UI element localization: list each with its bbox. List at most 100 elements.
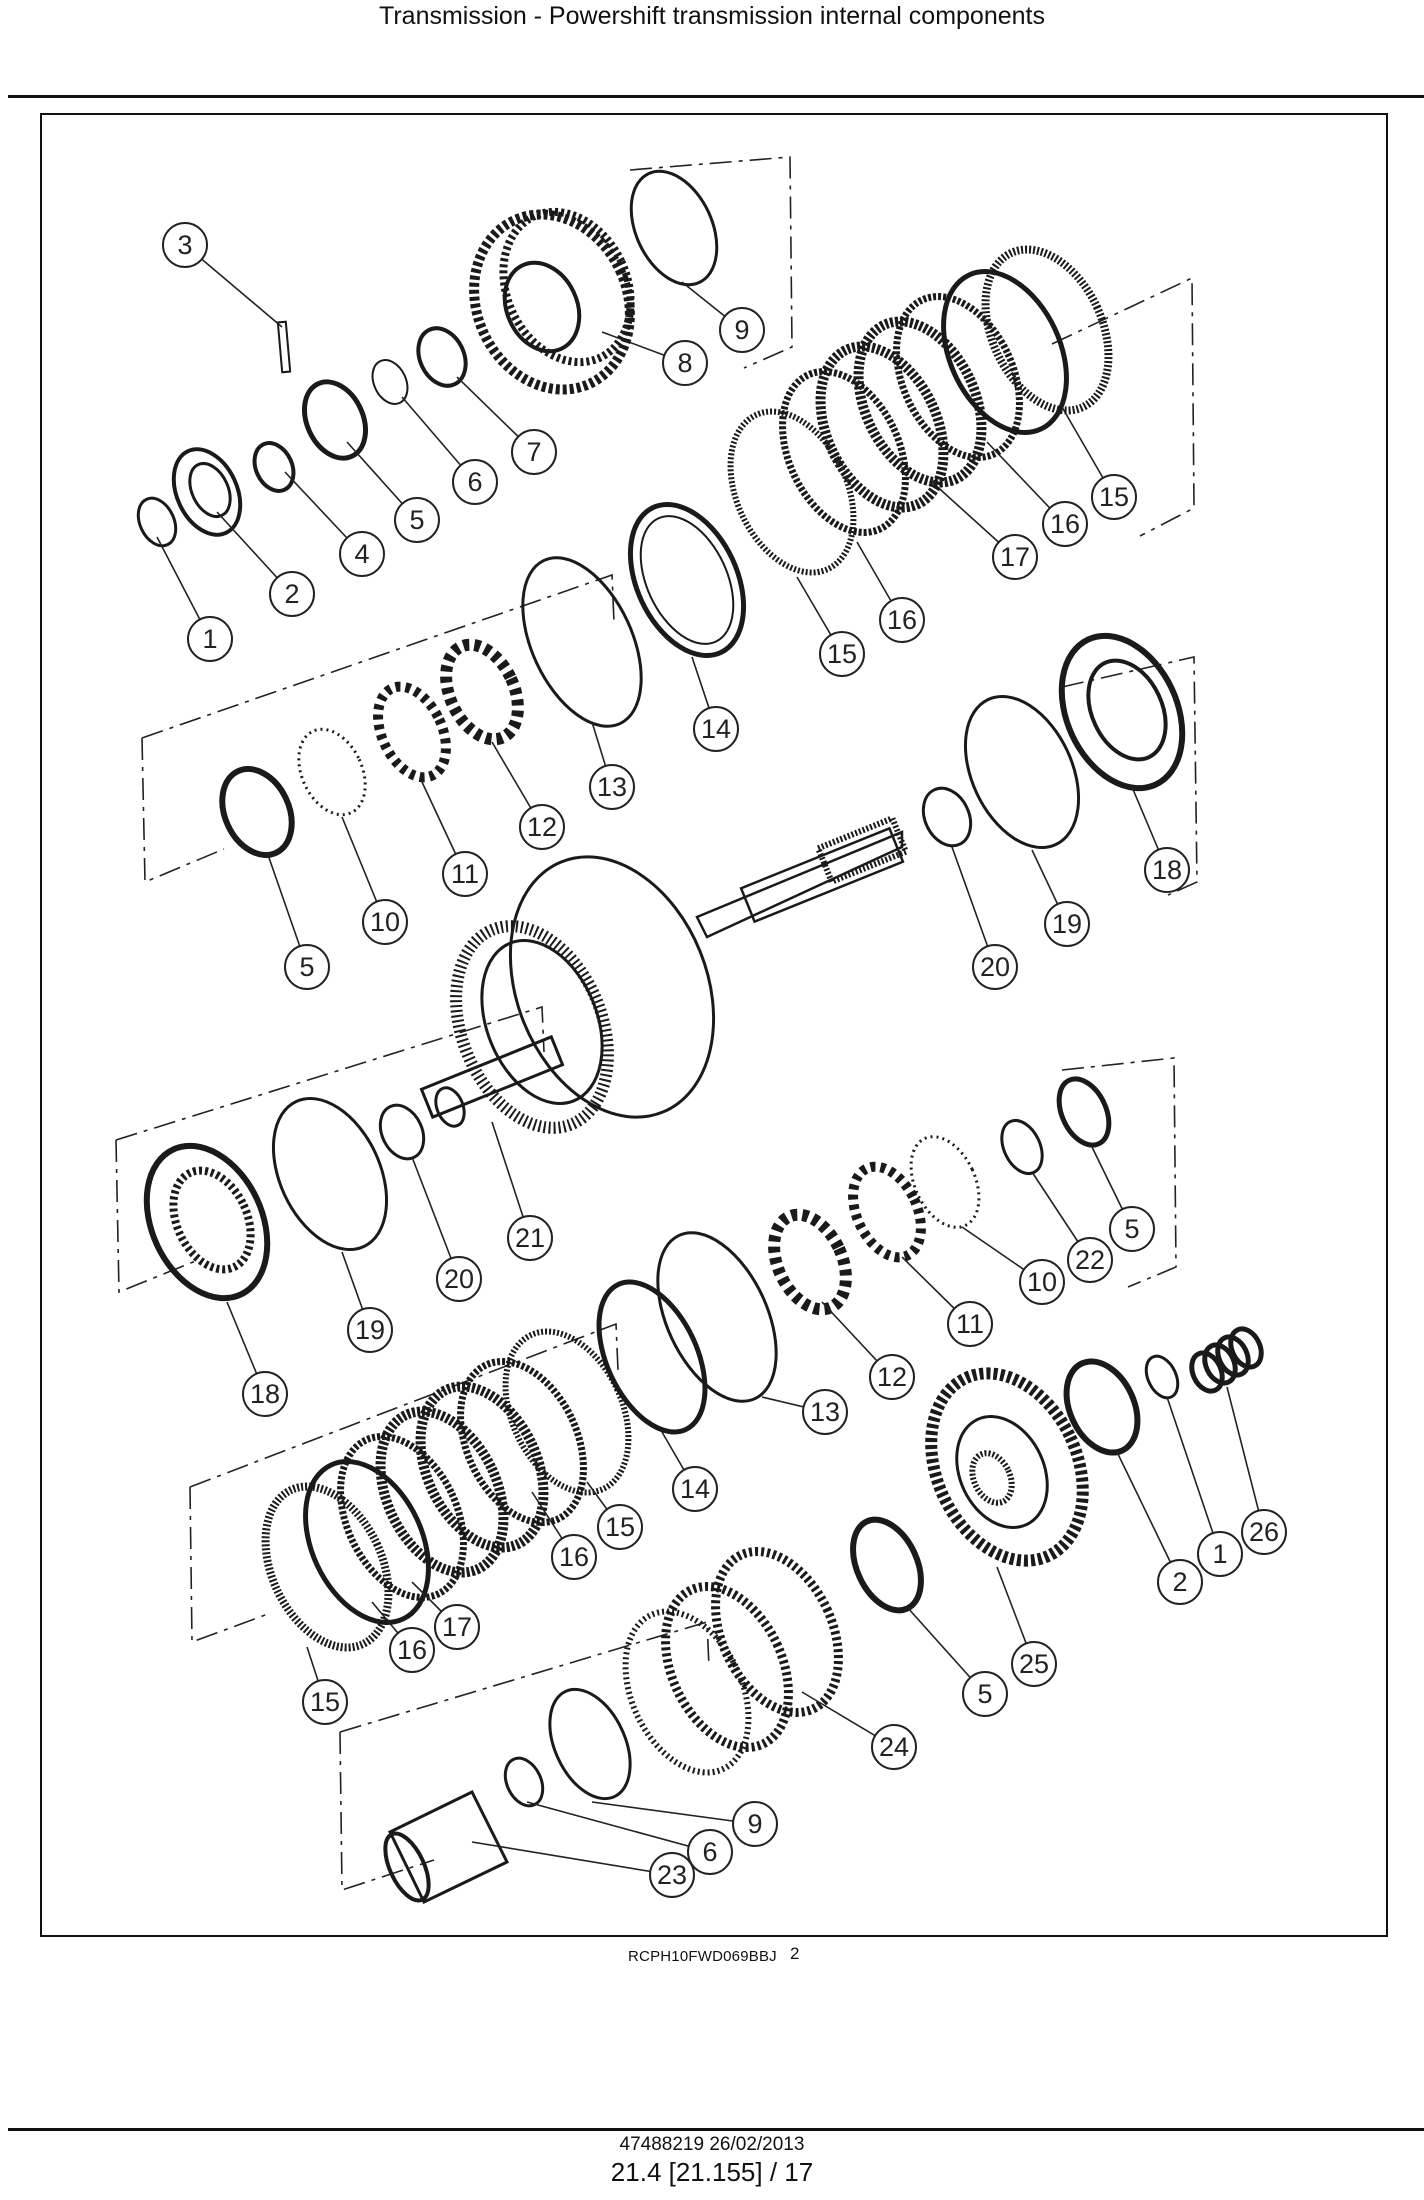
exploded-diagram: 1234567891516171615141312111051819202119… — [115, 156, 1287, 1905]
callout-circle — [362, 899, 408, 945]
callout-circle — [802, 1389, 848, 1435]
page-title: Transmission - Powershift transmission i… — [379, 2, 1045, 30]
callout-17: 17 — [1000, 542, 1030, 572]
callout-2: 2 — [1172, 1567, 1187, 1597]
callout-18: 18 — [250, 1379, 280, 1409]
callout-1: 1 — [202, 624, 217, 654]
callout-5: 5 — [299, 952, 314, 982]
callout-16: 16 — [1050, 509, 1080, 539]
callout-23: 23 — [657, 1860, 687, 1890]
callout-circle — [302, 1679, 348, 1725]
callout-20: 20 — [444, 1264, 474, 1294]
callout-10: 10 — [370, 907, 400, 937]
callout-circle — [519, 804, 565, 850]
callout-14: 14 — [701, 714, 731, 744]
callout-circle — [434, 1604, 480, 1650]
callout-circle — [389, 1627, 435, 1673]
callout-13: 13 — [810, 1397, 840, 1427]
callout-9: 9 — [747, 1809, 762, 1839]
callout-leader — [526, 1801, 711, 1853]
callout-4: 4 — [354, 539, 369, 569]
callout-circle — [162, 222, 208, 268]
callout-3: 3 — [177, 230, 192, 260]
callout-22: 22 — [1075, 1245, 1105, 1275]
callout-6: 6 — [467, 467, 482, 497]
callout-circle — [452, 459, 498, 505]
callout-circle — [879, 597, 925, 643]
callout-circle — [972, 944, 1018, 990]
callout-circle — [436, 1256, 482, 1302]
callout-14: 14 — [680, 1474, 710, 1504]
callout-1: 1 — [1212, 1539, 1227, 1569]
callout-26: 26 — [1249, 1517, 1279, 1547]
callout-circle — [687, 1829, 733, 1875]
callout-10: 10 — [1027, 1267, 1057, 1297]
callout-circle — [339, 531, 385, 577]
callout-13: 13 — [597, 772, 627, 802]
callout-circle — [1067, 1237, 1113, 1283]
callout-11: 11 — [451, 859, 479, 889]
footer-page-number: 21.4 [21.155] / 17 — [610, 2157, 814, 2187]
callout-7: 7 — [526, 437, 541, 467]
callout-circle — [1144, 847, 1190, 893]
figure-reference: RCPH10FWD069BBJ — [628, 1948, 777, 1965]
callout-leader — [591, 1801, 756, 1825]
callout-circle — [394, 497, 440, 543]
callout-circle — [551, 1534, 597, 1580]
callout-16: 16 — [559, 1542, 589, 1572]
callout-circle — [1109, 1206, 1155, 1252]
callout-circle — [1044, 901, 1090, 947]
callout-15: 15 — [827, 639, 857, 669]
callout-circle — [284, 944, 330, 990]
callout-labels: 1234567891516171615141312111051819202119… — [156, 222, 1287, 1898]
callout-circle — [269, 571, 315, 617]
callout-circle — [1197, 1531, 1243, 1577]
callout-circle — [347, 1307, 393, 1353]
callout-24: 24 — [879, 1732, 909, 1762]
footer-rule — [8, 2128, 1424, 2131]
callout-circle — [992, 534, 1038, 580]
callout-circle — [597, 1504, 643, 1550]
callout-15: 15 — [310, 1687, 340, 1717]
callout-circle — [1011, 1641, 1057, 1687]
callout-circle — [962, 1671, 1008, 1717]
callout-9: 9 — [734, 315, 749, 345]
callout-circle — [511, 429, 557, 475]
callout-circle — [819, 631, 865, 677]
callout-8: 8 — [677, 348, 692, 378]
callout-5: 5 — [409, 505, 424, 535]
callout-circle — [662, 340, 708, 386]
callout-20: 20 — [980, 952, 1010, 982]
footer-document-number: 47488219 26/02/2013 — [619, 2134, 805, 2155]
callout-circle — [242, 1371, 288, 1417]
callout-16: 16 — [887, 605, 917, 635]
callout-circle — [732, 1801, 778, 1847]
callout-circle — [507, 1215, 553, 1261]
callout-circle — [693, 706, 739, 752]
callout-2: 2 — [284, 579, 299, 609]
callout-circle — [1019, 1259, 1065, 1305]
callout-11: 11 — [956, 1309, 984, 1339]
callout-leader — [1116, 1451, 1181, 1583]
callout-circle — [672, 1466, 718, 1512]
callout-12: 12 — [527, 812, 557, 842]
callout-12: 12 — [877, 1362, 907, 1392]
callout-5: 5 — [977, 1679, 992, 1709]
callout-circle — [589, 764, 635, 810]
callout-circle — [869, 1354, 915, 1400]
callout-18: 18 — [1152, 855, 1182, 885]
callout-5: 5 — [1124, 1214, 1139, 1244]
callout-19: 19 — [355, 1315, 385, 1345]
callout-circle — [1241, 1509, 1287, 1555]
callout-circle — [649, 1852, 695, 1898]
callout-circle — [1042, 501, 1088, 547]
callout-16: 16 — [397, 1635, 427, 1665]
callout-circle — [871, 1724, 917, 1770]
callout-6: 6 — [702, 1837, 717, 1867]
callout-leader — [1226, 1386, 1265, 1533]
callout-15: 15 — [605, 1512, 635, 1542]
figure-number: 2 — [790, 1944, 800, 1963]
callout-circle — [947, 1301, 993, 1347]
callout-17: 17 — [442, 1612, 472, 1642]
